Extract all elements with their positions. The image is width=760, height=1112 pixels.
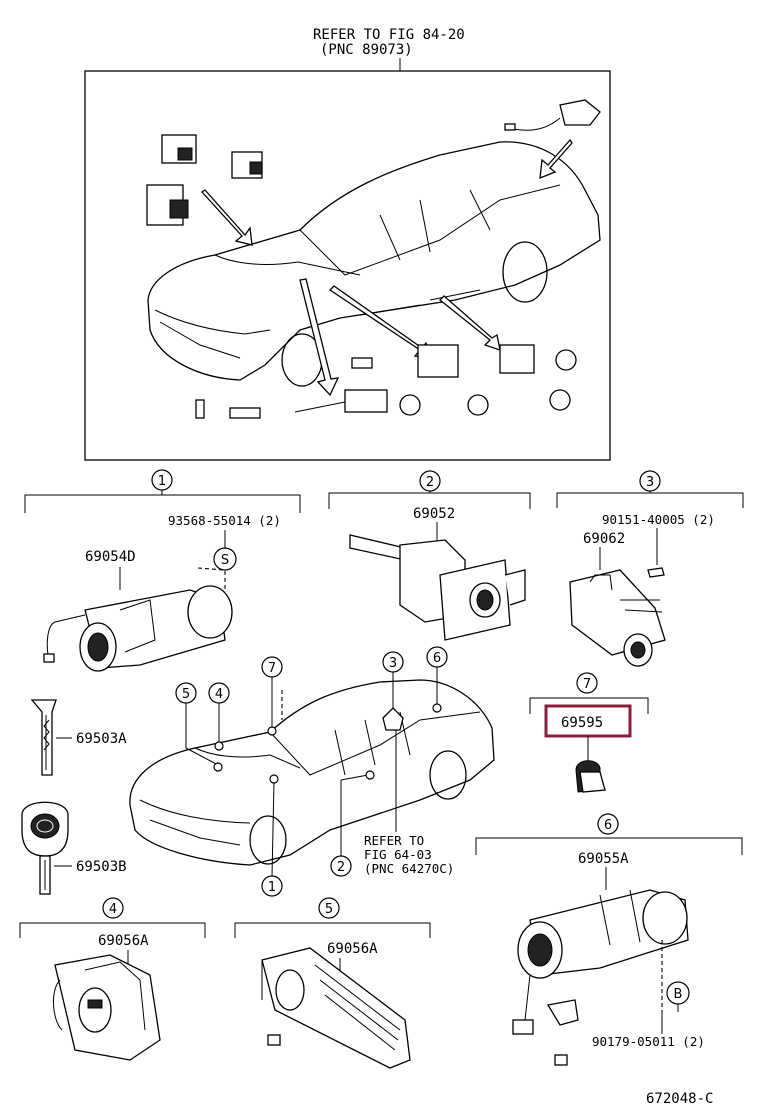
part-69056A-sec5: 69056A: [327, 941, 378, 957]
part-69052: 69052: [413, 506, 455, 522]
lock-switch-illustration-4: [53, 954, 161, 1061]
figure-number: 672048-C: [646, 1091, 713, 1107]
center-callout-3-label: 3: [389, 656, 397, 671]
top-ref-line2: (PNC 89073): [320, 42, 413, 58]
center-ref-line1: REFER TO: [364, 833, 424, 848]
part-69055A: 69055A: [578, 851, 629, 867]
ignition-cylinder-illustration: [43, 585, 233, 672]
part-69503B: 69503B: [76, 859, 127, 875]
key-illustration: [21, 801, 69, 895]
callout-1-label: 1: [158, 474, 166, 489]
center-reference-label: REFER TO FIG 64-03 (PNC 64270C): [364, 833, 454, 876]
key-blank-illustration: [30, 699, 57, 776]
center-ref-line2: FIG 64-03: [364, 847, 432, 862]
section-7: 7 69595: [529, 672, 649, 793]
top-reference-label: REFER TO FIG 84-20 (PNC 89073): [313, 27, 465, 71]
section-2: 2 69052: [328, 470, 531, 641]
part-69054D: 69054D: [85, 549, 136, 565]
section-1: 1 93568-55014 (2) S 69054D 69503A: [21, 469, 301, 895]
b-marker-label: B: [674, 987, 683, 1002]
part-69056A-sec4: 69056A: [98, 933, 149, 949]
part-69062: 69062: [583, 531, 625, 547]
callout-3-label: 3: [646, 475, 654, 490]
center-callout-5-label: 5: [182, 687, 190, 702]
overview-frame: [84, 70, 611, 461]
center-car-illustration: [129, 679, 495, 866]
overview-car-illustration: [146, 99, 601, 419]
section-5: 5 69056A: [234, 897, 431, 1069]
clip-illustration: [575, 760, 606, 793]
callout-4: [102, 897, 124, 919]
part-93568-55014: 93568-55014 (2): [168, 513, 281, 528]
s-marker-label: S: [221, 553, 229, 568]
callout-6: [597, 813, 619, 835]
callout-6-label: 6: [604, 818, 612, 833]
center-ref-line3: (PNC 64270C): [364, 861, 454, 876]
callout-5: [318, 897, 340, 919]
door-lock-cylinder-illustration: [349, 534, 526, 641]
lock-switch-illustration-5: [261, 947, 411, 1069]
callout-5-label: 5: [325, 902, 333, 917]
control-module-illustration: [569, 569, 666, 667]
center-callout-7-label: 7: [268, 661, 276, 676]
callout-7-label: 7: [583, 677, 591, 692]
callout-2-label: 2: [426, 475, 434, 490]
callout-4-label: 4: [109, 902, 117, 917]
part-69503A: 69503A: [76, 731, 127, 747]
center-callout-2-label: 2: [337, 860, 345, 875]
callout-7: [576, 672, 598, 694]
section-3: 3 90151-40005 (2) 69062: [556, 470, 744, 667]
part-69595: 69595: [561, 715, 603, 731]
part-90179-05011: 90179-05011 (2): [592, 1034, 705, 1049]
trunk-cylinder-illustration: [512, 889, 689, 1066]
top-ref-line1: REFER TO FIG 84-20: [313, 27, 465, 43]
center-callout-4-label: 4: [215, 687, 223, 702]
center-callout-6-label: 6: [433, 651, 441, 666]
section-6: 6 69055A B 90179-05011 (2): [475, 813, 743, 1066]
center-callout-1-label: 1: [268, 880, 276, 895]
section-4: 4 69056A: [19, 897, 206, 1061]
center-callouts: 5 4 7 3 6 2 1: [175, 646, 448, 897]
part-90151-40005: 90151-40005 (2): [602, 512, 715, 527]
